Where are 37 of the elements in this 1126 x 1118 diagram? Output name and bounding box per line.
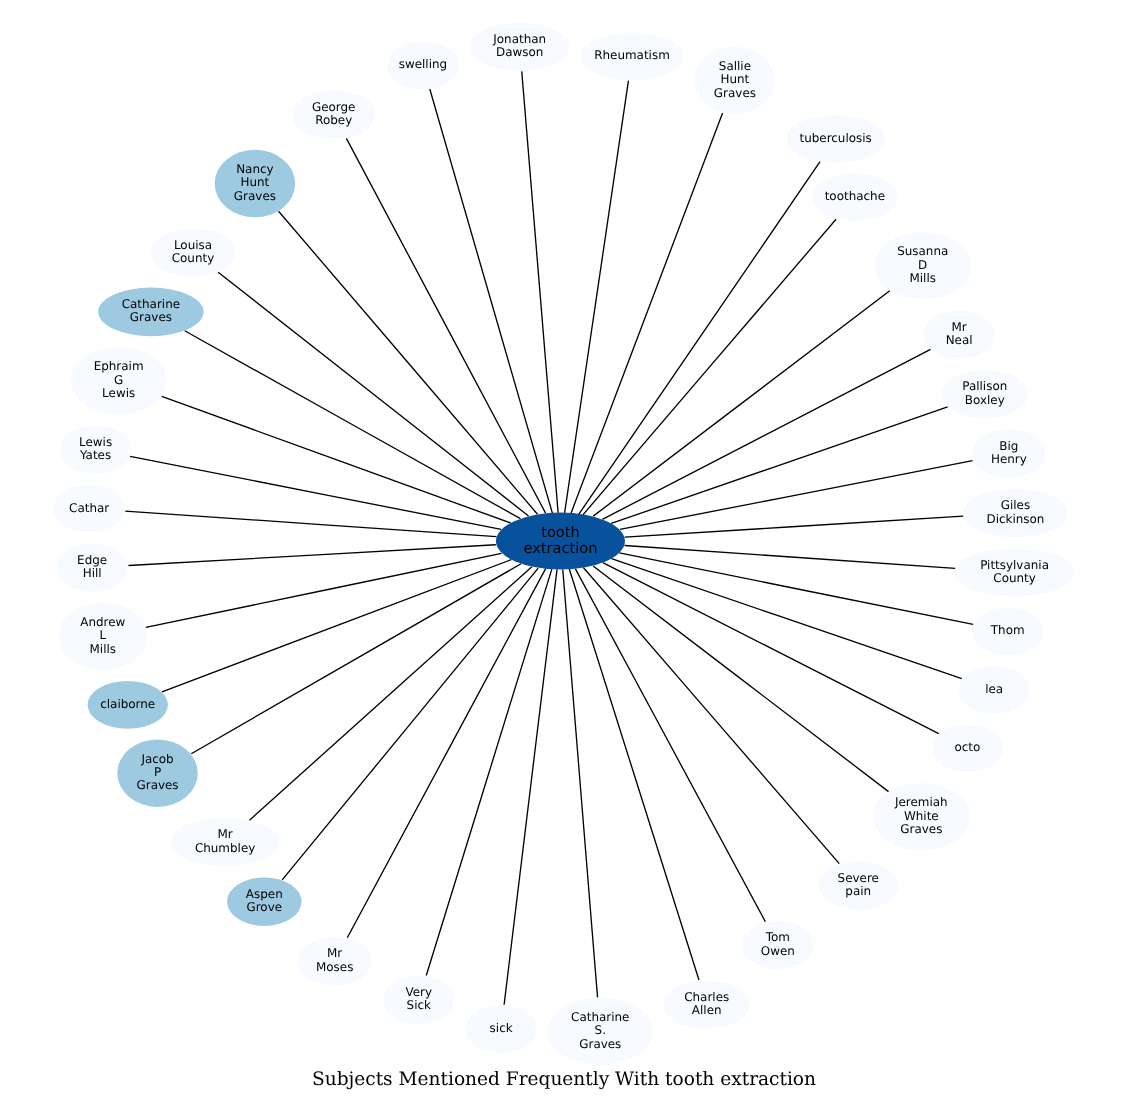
connector (128, 455, 501, 531)
connector (126, 544, 496, 567)
connector (601, 562, 939, 735)
connector (520, 70, 558, 514)
connector (345, 567, 546, 939)
connector (622, 544, 955, 569)
connector (428, 88, 553, 514)
connector (569, 112, 723, 514)
connector (577, 161, 820, 515)
diagram-title: Subjects Mentioned Frequently With tooth extraction (310, 1069, 816, 1092)
connector (144, 552, 502, 629)
connector (424, 568, 552, 977)
connector (344, 137, 546, 514)
connector (591, 290, 890, 517)
connector (609, 557, 962, 680)
connector (581, 566, 839, 865)
connector (591, 565, 889, 793)
connector (280, 567, 538, 881)
connector (160, 395, 511, 524)
connector (573, 568, 766, 923)
connector (183, 330, 521, 520)
connector (160, 559, 511, 693)
connector (623, 515, 963, 538)
connector (276, 210, 538, 515)
connector (561, 568, 598, 998)
connector (617, 552, 973, 626)
connector (581, 218, 836, 516)
connector (618, 459, 973, 531)
connector (123, 510, 497, 538)
connector (567, 568, 699, 981)
connector (247, 566, 532, 821)
connector (189, 563, 521, 755)
connector (502, 568, 557, 1006)
connector (562, 79, 629, 514)
connector (216, 271, 529, 517)
connector (609, 406, 948, 525)
connector (600, 348, 931, 520)
